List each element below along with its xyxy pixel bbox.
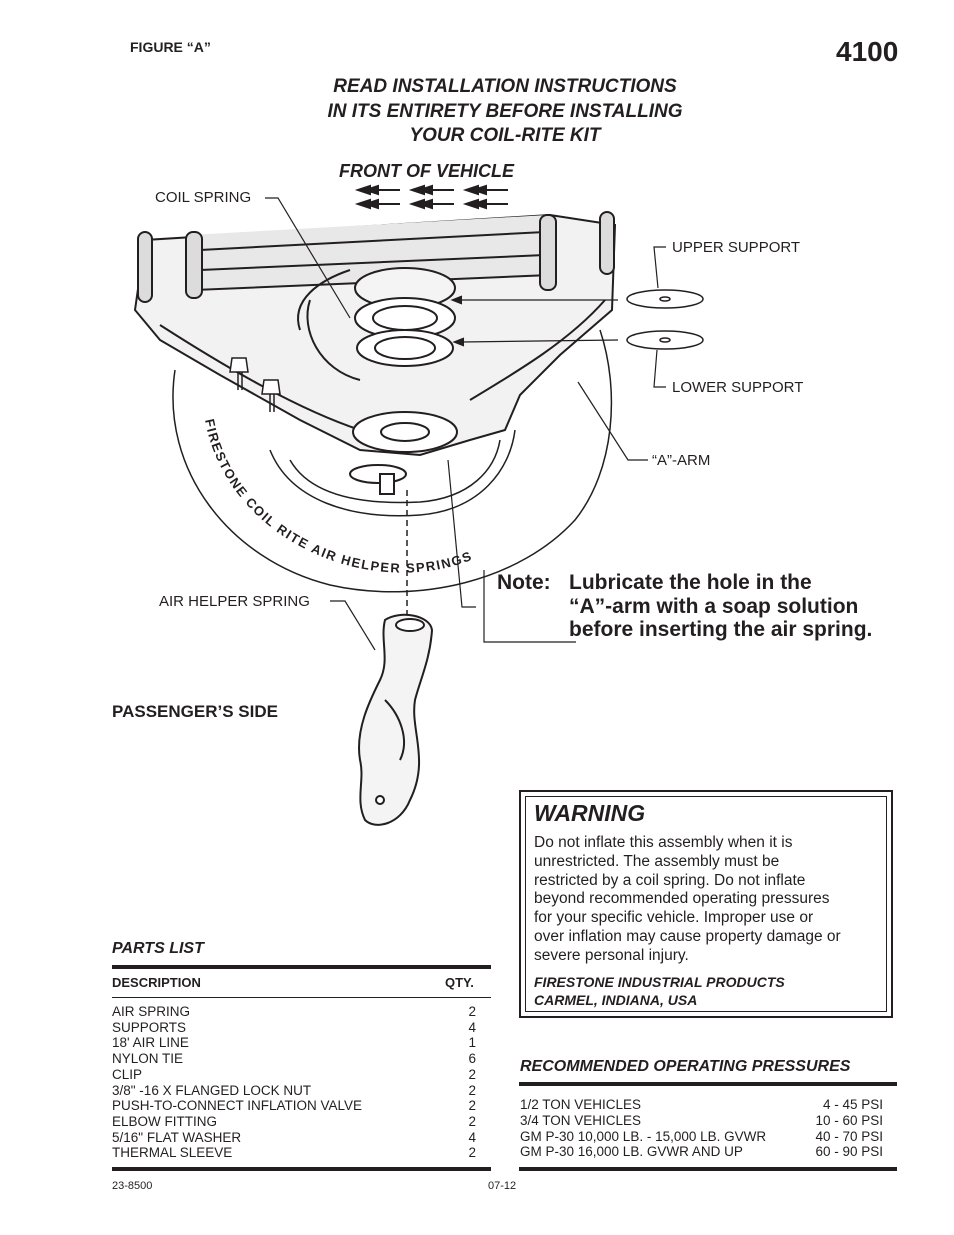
- part-qty: 2: [468, 1082, 476, 1098]
- part-description: CLIP: [112, 1066, 143, 1082]
- part-qty: 1: [468, 1035, 476, 1051]
- part-qty: 2: [468, 1145, 476, 1161]
- part-description: AIR SPRING: [112, 1004, 191, 1019]
- upper-support-label: UPPER SUPPORT: [672, 239, 801, 256]
- warning-title: WARNING: [534, 800, 646, 826]
- arrow-left-icon: [354, 184, 508, 210]
- warning-company: FIRESTONE INDUSTRIAL PRODUCTS CARMEL, IN…: [534, 973, 785, 1009]
- warning-text: Do not inflate this assembly when it is …: [534, 834, 884, 966]
- parts-table: AIR SPRING 2 SUPPORTS 4 18' AIR LINE 1 NYLO…: [112, 1004, 476, 1161]
- part-qty: 6: [468, 1051, 476, 1067]
- part-qty: 2: [468, 1066, 476, 1082]
- bolt-icon: [229, 357, 281, 412]
- note-line: before inserting the air spring.: [569, 618, 873, 641]
- table-row: AIR SPRING 2: [112, 1004, 476, 1020]
- note-line: “A”-arm with a soap solution: [569, 594, 859, 618]
- parts-top-rule: [112, 965, 491, 969]
- footer-date: 07-12: [488, 1180, 517, 1192]
- table-row: 5/16" FLAT WASHER 4: [112, 1130, 476, 1146]
- table-row: THERMAL SLEEVE 2: [112, 1145, 476, 1161]
- table-row: GM P-30 10,000 LB. - 15,000 LB. GVWR 40 -…: [520, 1129, 883, 1145]
- table-row: 3/8" -16 X FLANGED LOCK NUT 2: [112, 1083, 476, 1099]
- figure-label: FIGURE “A”: [130, 39, 211, 55]
- air-helper-spring-label: AIR HELPER SPRING: [159, 593, 310, 610]
- table-row: GM P-30 16,000 LB. GVWR AND UP 60 - 90 PS…: [520, 1144, 883, 1160]
- pressures-table: 1/2 TON VEHICLES 4 - 45 PSI 3/4 TON VEHIC…: [520, 1097, 883, 1160]
- heading-line: IN ITS ENTIRETY BEFORE INSTALLING: [327, 100, 683, 122]
- washer-icon: [626, 289, 704, 350]
- lubrication-note: Note: Lubricate the hole in the “A”-arm w…: [497, 571, 872, 642]
- parts-bottom-rule: [112, 1167, 491, 1171]
- part-qty: 4: [468, 1129, 476, 1145]
- part-description: THERMAL SLEEVE: [112, 1145, 233, 1161]
- table-row: NYLON TIE 6: [112, 1051, 476, 1067]
- part-description: 18' AIR LINE: [112, 1035, 189, 1051]
- table-row: 1/2 TON VEHICLES 4 - 45 PSI: [520, 1097, 883, 1113]
- table-row: ELBOW FITTING 2: [112, 1114, 476, 1130]
- company-name: FIRESTONE INDUSTRIAL PRODUCTS: [534, 974, 785, 990]
- table-row: 18' AIR LINE 1: [112, 1035, 476, 1051]
- air-spring-icon: [358, 613, 434, 826]
- part-description: NYLON TIE: [112, 1051, 184, 1067]
- warning-line: unrestricted. The assembly must be: [534, 852, 780, 870]
- part-description: ELBOW FITTING: [112, 1113, 218, 1129]
- a-arm-label: “A”-ARM: [652, 452, 711, 469]
- part-qty: 2: [468, 1113, 476, 1129]
- table-row: PUSH-TO-CONNECT INFLATION VALVE 2: [112, 1098, 476, 1114]
- part-qty: 4: [468, 1019, 476, 1035]
- pressures-top-rule: [519, 1082, 897, 1086]
- parts-header-description: DESCRIPTION: [112, 975, 201, 990]
- warning-line: restricted by a coil spring. Do not infl…: [534, 871, 806, 889]
- psi-range: 60 - 90 PSI: [815, 1144, 883, 1160]
- warning-line: for your specific vehicle. Improper use …: [534, 909, 814, 927]
- table-row: CLIP 2: [112, 1067, 476, 1083]
- company-location: CARMEL, INDIANA, USA: [534, 992, 698, 1008]
- psi-range: 40 - 70 PSI: [815, 1128, 883, 1144]
- part-description: 5/16" FLAT WASHER: [112, 1129, 242, 1145]
- warning-line: Do not inflate this assembly when it is: [534, 834, 793, 851]
- coil-spring-label: COIL SPRING: [155, 189, 252, 206]
- passenger-side-label: PASSENGER’S SIDE: [112, 702, 278, 721]
- warning-line: severe personal injury.: [534, 946, 689, 964]
- vehicle-class: GM P-30 16,000 LB. GVWR AND UP: [520, 1144, 743, 1160]
- document-number: 4100: [836, 36, 899, 67]
- vehicle-class: 1/2 TON VEHICLES: [520, 1097, 642, 1112]
- vehicle-class: GM P-30 10,000 LB. - 15,000 LB. GVWR: [520, 1128, 767, 1144]
- warning-inner-border: [525, 796, 887, 1012]
- heading-line: YOUR COIL-RITE KIT: [409, 125, 601, 146]
- heading-line: READ INSTALLATION INSTRUCTIONS: [333, 76, 677, 97]
- front-of-vehicle-label: FRONT OF VEHICLE: [339, 161, 514, 181]
- part-qty: 2: [468, 1098, 476, 1114]
- warning-line: over inflation may cause property damage…: [534, 927, 841, 945]
- parts-list-title: PARTS LIST: [112, 940, 204, 957]
- part-qty: 2: [468, 1004, 476, 1019]
- leader-lines: [265, 197, 666, 651]
- pressures-title: RECOMMENDED OPERATING PRESSURES: [520, 1058, 851, 1075]
- note-line: Lubricate the hole in the: [569, 571, 812, 594]
- psi-range: 10 - 60 PSI: [815, 1112, 883, 1128]
- lower-support-label: LOWER SUPPORT: [672, 379, 804, 396]
- footer-part-number: 23-8500: [112, 1180, 153, 1192]
- coil-spring-icon: [297, 267, 456, 381]
- parts-header-rule: [112, 997, 491, 998]
- part-description: SUPPORTS: [112, 1019, 187, 1035]
- vehicle-class: 3/4 TON VEHICLES: [520, 1112, 642, 1128]
- parts-header-qty: QTY.: [445, 975, 474, 990]
- note-lead: Note:: [497, 571, 551, 594]
- warning-line: beyond recommended operating pressures: [534, 890, 830, 908]
- psi-range: 4 - 45 PSI: [822, 1097, 883, 1112]
- warning-box: WARNING Do not inflate this assembly whe…: [519, 790, 893, 1018]
- pressures-bottom-rule: [519, 1167, 897, 1171]
- table-row: 3/4 TON VEHICLES 10 - 60 PSI: [520, 1113, 883, 1129]
- table-row: SUPPORTS 4: [112, 1020, 476, 1036]
- installation-heading: READ INSTALLATION INSTRUCTIONS IN ITS EN…: [280, 75, 730, 149]
- part-description: 3/8" -16 X FLANGED LOCK NUT: [112, 1082, 312, 1098]
- part-description: PUSH-TO-CONNECT INFLATION VALVE: [112, 1098, 363, 1114]
